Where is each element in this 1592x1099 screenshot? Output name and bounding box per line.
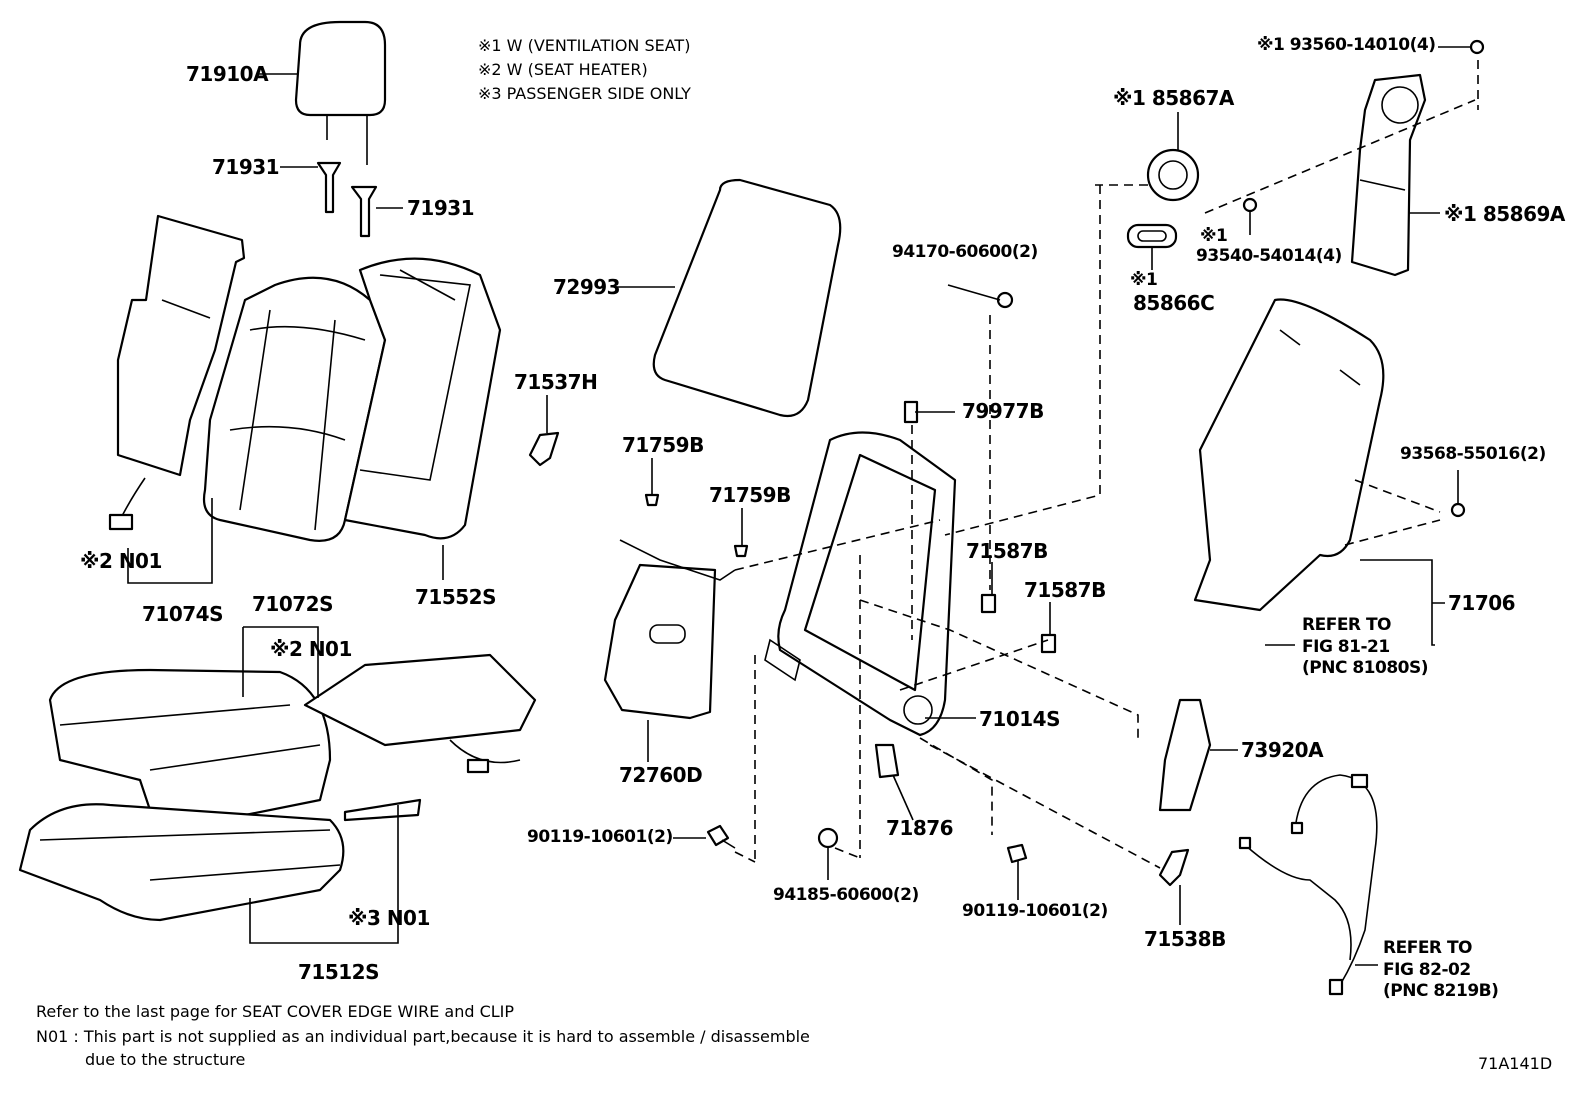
seatback-cover xyxy=(202,276,387,542)
screw-93560 xyxy=(1469,39,1485,55)
label-72760d: 72760D xyxy=(619,763,703,787)
note-passenger-side: ※3 PASSENGER SIDE ONLY xyxy=(478,84,691,103)
label-71014s: 71014S xyxy=(979,707,1060,731)
leader-lines xyxy=(127,46,1471,966)
headrest-guide-right xyxy=(350,185,378,238)
label-71537h: 71537H xyxy=(514,370,598,394)
label-85869a: ※1 85869A xyxy=(1444,202,1565,226)
dashed-assembly-lines xyxy=(734,60,1479,869)
label-72993: 72993 xyxy=(553,275,621,299)
clip-71538b xyxy=(1158,848,1190,887)
ref-harness-line1: REFER TO xyxy=(1383,938,1473,958)
clip-71759b-b xyxy=(733,544,749,558)
seatback-board-71706 xyxy=(1193,298,1385,612)
seatback-heater-pad xyxy=(108,214,246,531)
note-seat-heater: ※2 W (SEAT HEATER) xyxy=(478,60,648,79)
label-90119-a: 90119-10601(2) xyxy=(527,827,673,847)
back-board xyxy=(652,178,842,418)
label-71876: 71876 xyxy=(886,816,954,840)
nut-94185 xyxy=(817,827,839,849)
ref-71706-line1: REFER TO xyxy=(1302,615,1392,635)
clip-71537h xyxy=(528,431,560,467)
label-71587b-a: 71587B xyxy=(966,539,1048,563)
grommet-85866c xyxy=(1126,223,1178,249)
label-79977b: 79977B xyxy=(962,399,1044,423)
label-85866c-mark: ※1 xyxy=(1130,270,1158,290)
ref-71706-line3: (PNC 81080S) xyxy=(1302,658,1429,678)
label-71512s: 71512S xyxy=(298,960,379,984)
lumbar-support-plate xyxy=(603,539,736,720)
headrest xyxy=(294,20,387,165)
cushion-sensor-mat xyxy=(343,798,422,822)
label-73920a: 73920A xyxy=(1241,738,1324,762)
label-71931-a: 71931 xyxy=(212,155,280,179)
label-85866c: 85866C xyxy=(1133,291,1215,315)
nut-94170 xyxy=(996,291,1014,309)
ref-harness-line3: (PNC 8219B) xyxy=(1383,981,1499,1001)
ref-harness-line2: FIG 82-02 xyxy=(1383,960,1471,980)
trim-73920a xyxy=(1158,698,1212,812)
label-90119-b: 90119-10601(2) xyxy=(962,901,1108,921)
bracket-71876 xyxy=(874,743,900,779)
bracket-71587b-b xyxy=(1040,633,1057,654)
seatback-pad xyxy=(343,257,502,540)
label-n01-seatback: ※2 N01 xyxy=(80,549,162,573)
footer-edge-wire-note: Refer to the last page for SEAT COVER ED… xyxy=(36,1002,515,1021)
wire-harness xyxy=(1238,773,1378,996)
cushion-heater-pad xyxy=(303,653,537,774)
label-71074s: 71074S xyxy=(142,602,223,626)
label-71910a: 71910A xyxy=(186,62,269,86)
label-71072s: 71072S xyxy=(252,592,333,616)
label-n01-cushion: ※2 N01 xyxy=(270,637,352,661)
fan-85867a xyxy=(1146,148,1200,202)
label-93540: 93540-54014(4) xyxy=(1196,246,1342,266)
label-94185: 94185-60600(2) xyxy=(773,885,919,905)
seat-cushion-pad xyxy=(18,803,345,922)
headrest-guide-left xyxy=(316,161,342,214)
label-71552s: 71552S xyxy=(415,585,496,609)
footer-n01-note-cont: due to the structure xyxy=(85,1050,246,1069)
label-71706: 71706 xyxy=(1448,591,1516,615)
label-n01-passenger: ※3 N01 xyxy=(348,906,430,930)
ref-71706-line2: FIG 81-21 xyxy=(1302,637,1390,657)
label-93560: ※1 93560-14010(4) xyxy=(1257,35,1436,55)
screw-93568 xyxy=(1450,502,1466,518)
screw-93540 xyxy=(1242,197,1258,213)
bolt-90119-a xyxy=(706,824,736,849)
label-93568: 93568-55016(2) xyxy=(1400,444,1546,464)
bolt-90119-b xyxy=(1006,843,1028,864)
label-94170: 94170-60600(2) xyxy=(892,242,1038,262)
seatback-frame xyxy=(764,431,957,737)
figure-code: 71A141D xyxy=(1478,1054,1553,1073)
duct-85869a xyxy=(1350,73,1427,277)
bracket-71587b-a xyxy=(980,593,997,614)
label-71931-b: 71931 xyxy=(407,196,475,220)
label-93540-mark: ※1 xyxy=(1200,226,1228,246)
clip-71759b-a xyxy=(644,493,660,507)
label-71759b-a: 71759B xyxy=(622,433,704,457)
label-71538b: 71538B xyxy=(1144,927,1226,951)
note-ventilation-seat: ※1 W (VENTILATION SEAT) xyxy=(478,36,691,55)
label-71759b-b: 71759B xyxy=(709,483,791,507)
label-71587b-b: 71587B xyxy=(1024,578,1106,602)
label-85867a: ※1 85867A xyxy=(1113,86,1234,110)
footer-n01-note: N01 : This part is not supplied as an in… xyxy=(36,1027,810,1046)
